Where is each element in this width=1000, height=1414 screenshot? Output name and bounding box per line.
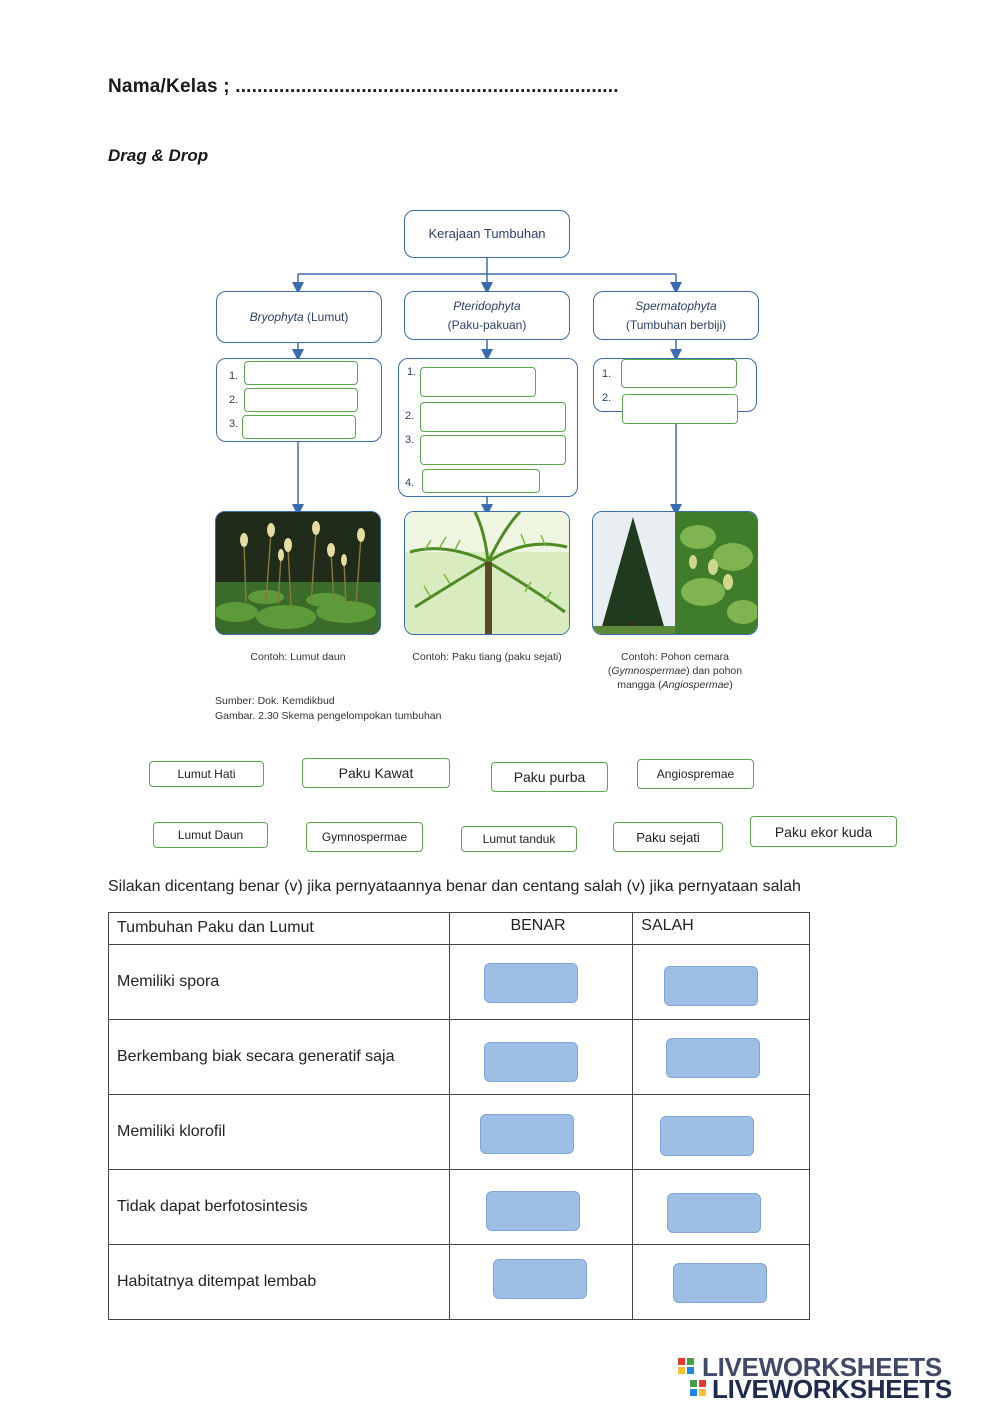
spermatophyta-latin: Spermatophyta bbox=[635, 298, 717, 313]
list-number: 2. bbox=[405, 410, 415, 422]
salah-cell bbox=[632, 1244, 810, 1320]
benar-cell bbox=[449, 1244, 634, 1320]
benar-cell bbox=[449, 1094, 634, 1170]
list-number: 2. bbox=[602, 392, 612, 404]
list-number: 3. bbox=[405, 434, 415, 446]
benar-cell bbox=[449, 1019, 634, 1095]
chip-angiospremae[interactable]: Angiospremae bbox=[637, 759, 754, 789]
chip-lumut-hati[interactable]: Lumut Hati bbox=[149, 761, 264, 787]
salah-cell bbox=[632, 944, 810, 1020]
drop-slot-spermatophyta-2[interactable] bbox=[622, 394, 738, 424]
chip-paku-kawat[interactable]: Paku Kawat bbox=[302, 758, 450, 788]
chip-paku-sejati[interactable]: Paku sejati bbox=[613, 822, 723, 852]
spermatophyta-local: (Tumbuhan berbiji) bbox=[625, 317, 727, 332]
list-number: 1. bbox=[229, 370, 239, 382]
benar-cell bbox=[449, 944, 634, 1020]
checkbox-salah[interactable] bbox=[660, 1116, 755, 1156]
list-number: 4. bbox=[405, 477, 415, 489]
moss-illustration bbox=[216, 512, 380, 634]
logo-text: LIVEWORKSHEETS bbox=[702, 1352, 942, 1382]
logo-square bbox=[678, 1358, 685, 1365]
list-number: 3. bbox=[229, 418, 239, 430]
chip-paku-ekor-kuda[interactable]: Paku ekor kuda bbox=[750, 816, 897, 847]
figure-source: Sumber: Dok. Kemdikbud Gambar. 2.30 Skem… bbox=[215, 695, 442, 722]
drop-slot-spermatophyta-1[interactable] bbox=[621, 359, 737, 388]
root-label: Kerajaan Tumbuhan bbox=[428, 225, 546, 241]
header-salah: SALAH bbox=[632, 912, 810, 945]
fern-illustration bbox=[405, 512, 569, 634]
table-row: Berkembang biak secara generatif saja bbox=[107, 1019, 810, 1095]
list-number: 2. bbox=[229, 394, 239, 406]
pteridophyta-local: (Paku-pakuan) bbox=[447, 317, 527, 332]
list-number: 1. bbox=[602, 368, 612, 380]
seed-plant-photo bbox=[592, 511, 758, 635]
seed-plant-caption: Contoh: Pohon cemara (Gymnospermae) dan … bbox=[607, 651, 743, 692]
moss-caption: Contoh: Lumut daun bbox=[250, 651, 346, 663]
bryophyta-label: Bryophyta (Lumut) bbox=[249, 309, 349, 324]
checkbox-salah[interactable] bbox=[673, 1263, 768, 1303]
statement-cell: Habitatnya ditempat lembab bbox=[107, 1244, 451, 1320]
logo-text: LIVEWORKSHEETS bbox=[712, 1374, 952, 1404]
true-false-table: Tumbuhan Paku dan Lumut BENAR SALAH Memi… bbox=[107, 912, 810, 1320]
table-header-row: Tumbuhan Paku dan Lumut BENAR SALAH bbox=[107, 912, 810, 945]
salah-cell bbox=[632, 1169, 810, 1245]
drop-slot-pteridophyta-2[interactable] bbox=[420, 402, 566, 432]
salah-cell bbox=[632, 1094, 810, 1170]
pteridophyta-latin: Pteridophyta bbox=[453, 298, 521, 313]
list-number: 1. bbox=[407, 366, 417, 378]
checkbox-benar[interactable] bbox=[480, 1114, 575, 1154]
group-box-spermatophyta: Spermatophyta (Tumbuhan berbiji) bbox=[593, 291, 759, 340]
statement-cell: Berkembang biak secara generatif saja bbox=[107, 1019, 451, 1095]
section-title: Drag & Drop bbox=[108, 146, 209, 165]
statement-cell: Tidak dapat berfotosintesis bbox=[107, 1169, 451, 1245]
checkbox-benar[interactable] bbox=[493, 1259, 588, 1299]
diagram-connectors bbox=[292, 258, 682, 516]
checkbox-salah[interactable] bbox=[667, 1193, 762, 1233]
group-box-bryophyta: Bryophyta (Lumut) bbox=[216, 291, 382, 343]
chip-gymnospermae[interactable]: Gymnospermae bbox=[306, 822, 423, 852]
logo-square bbox=[687, 1358, 694, 1365]
checkbox-benar[interactable] bbox=[486, 1191, 581, 1231]
logo-square bbox=[699, 1380, 706, 1387]
checkbox-benar[interactable] bbox=[484, 963, 579, 1003]
drop-slot-bryophyta-1[interactable] bbox=[244, 361, 358, 385]
logo-square bbox=[687, 1367, 694, 1374]
liveworksheets-logo: LIVEWORKSHEETS LIVEWORKSHEETS bbox=[676, 1352, 992, 1404]
salah-cell bbox=[632, 1019, 810, 1095]
table-row: Memiliki klorofil bbox=[107, 1094, 810, 1170]
header-benar: BENAR bbox=[449, 912, 634, 945]
root-box-kerajaan-tumbuhan: Kerajaan Tumbuhan bbox=[404, 210, 570, 258]
name-class-line: Nama/Kelas ; ...........................… bbox=[108, 76, 619, 97]
benar-cell bbox=[449, 1169, 634, 1245]
statement-cell: Memiliki klorofil bbox=[107, 1094, 451, 1170]
drop-slot-pteridophyta-4[interactable] bbox=[422, 469, 540, 493]
logo-square bbox=[690, 1380, 697, 1387]
logo-square bbox=[678, 1367, 685, 1374]
table-row: Habitatnya ditempat lembab bbox=[107, 1244, 810, 1320]
checkbox-benar[interactable] bbox=[484, 1042, 579, 1082]
logo-square bbox=[690, 1389, 697, 1396]
instruction-text: Silakan dicentang benar (v) jika pernyat… bbox=[108, 878, 801, 895]
drop-slot-pteridophyta-1[interactable] bbox=[420, 367, 536, 397]
drop-slot-bryophyta-3[interactable] bbox=[242, 415, 356, 439]
fern-caption: Contoh: Paku tiang (paku sejati) bbox=[412, 651, 562, 663]
drop-slot-bryophyta-2[interactable] bbox=[244, 388, 358, 412]
logo-square bbox=[699, 1389, 706, 1396]
chip-lumut-daun[interactable]: Lumut Daun bbox=[153, 822, 268, 848]
table-row: Tidak dapat berfotosintesis bbox=[107, 1169, 810, 1245]
seed-plant-illustration bbox=[593, 512, 757, 634]
group-box-pteridophyta: Pteridophyta (Paku-pakuan) bbox=[404, 291, 570, 340]
chip-lumut-tanduk[interactable]: Lumut tanduk bbox=[461, 826, 577, 852]
fern-photo bbox=[404, 511, 570, 635]
statement-cell: Memiliki spora bbox=[107, 944, 451, 1020]
table-row: Memiliki spora bbox=[107, 944, 810, 1020]
chip-paku-purba[interactable]: Paku purba bbox=[491, 762, 608, 792]
moss-photo bbox=[215, 511, 381, 635]
checkbox-salah[interactable] bbox=[664, 966, 759, 1006]
checkbox-salah[interactable] bbox=[666, 1038, 761, 1078]
drop-slot-pteridophyta-3[interactable] bbox=[420, 435, 566, 465]
header-statement: Tumbuhan Paku dan Lumut bbox=[107, 912, 451, 945]
